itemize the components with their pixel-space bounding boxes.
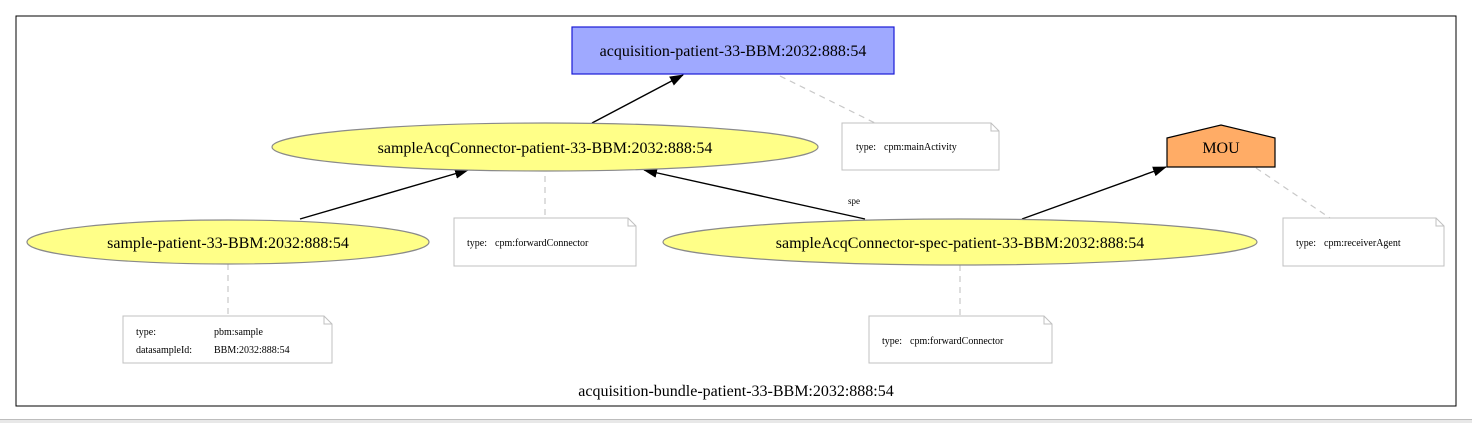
node-sample-acq-connector-shape — [271, 122, 819, 172]
note-forward-connector-2-fold — [1043, 316, 1052, 325]
note-receiver-agent-key: type: — [1296, 238, 1316, 249]
node-main-activity-box — [571, 26, 895, 75]
note-main-activity-shape — [841, 122, 1000, 171]
node-agent-mou[interactable]: MOU — [1166, 124, 1276, 168]
note-connector-main-activity — [779, 75, 876, 124]
node-sample-shape — [26, 219, 430, 265]
note-sample-row-2-key: datasampleId: — [136, 345, 192, 356]
note-receiver-agent-fold — [1435, 218, 1444, 227]
node-sample-acq-connector-spec-shape — [662, 218, 1258, 266]
note-main-activity: type: cpm:mainActivity — [841, 122, 1000, 171]
node-sample-acq-connector-spec-label: sampleAcqConnector-spec-patient-33-BBM:2… — [776, 235, 1145, 252]
note-forward-connector-1-fold — [627, 218, 636, 227]
window-bottom-scroll-edge — [0, 419, 1472, 423]
note-forward-connector-1: type: cpm:forwardConnector — [453, 217, 637, 267]
note-forward-connector-1-value: cpm:forwardConnector — [495, 238, 589, 249]
node-main-activity-label: acquisition-patient-33-BBM:2032:888:54 — [600, 43, 867, 60]
node-main-activity[interactable]: acquisition-patient-33-BBM:2032:888:54 — [571, 26, 895, 75]
bundle-label: acquisition-bundle-patient-33-BBM:2032:8… — [578, 383, 894, 400]
edges — [299, 74, 1167, 220]
note-receiver-agent: type: cpm:receiverAgent — [1282, 217, 1445, 267]
node-sample-acq-connector-spec[interactable]: sampleAcqConnector-spec-patient-33-BBM:2… — [662, 218, 1258, 266]
edge-label-spe-spec: spe — [848, 196, 860, 206]
edge-gen — [591, 74, 684, 124]
note-connector-receiver-agent — [1255, 167, 1331, 219]
note-forward-connector-2: type: cpm:forwardConnector — [868, 315, 1053, 364]
note-connectors — [227, 75, 1331, 316]
node-agent-mou-shape — [1166, 124, 1276, 168]
note-main-activity-value: cpm:mainActivity — [884, 142, 957, 153]
note-sample-row-1-key: type: — [136, 327, 156, 338]
note-forward-connector-1-shape — [453, 217, 637, 267]
note-forward-connector-2-key: type: — [882, 336, 902, 347]
node-sample-label: sample-patient-33-BBM:2032:888:54 — [107, 235, 349, 252]
note-receiver-agent-value: cpm:receiverAgent — [1324, 238, 1401, 249]
note-sample-fold — [323, 316, 332, 325]
node-sample-acq-connector[interactable]: sampleAcqConnector-patient-33-BBM:2032:8… — [271, 122, 819, 172]
note-sample-row-2-value: BBM:2032:888:54 — [214, 345, 290, 356]
note-sample-shape — [122, 315, 333, 364]
note-main-activity-fold — [990, 123, 999, 132]
edge-spe-spec — [643, 167, 866, 220]
note-forward-connector-2-value: cpm:forwardConnector — [910, 336, 1004, 347]
note-main-activity-key: type: — [856, 142, 876, 153]
node-sample[interactable]: sample-patient-33-BBM:2032:888:54 — [26, 219, 430, 265]
note-sample-row-1-value: pbm:sample — [214, 327, 263, 338]
note-forward-connector-2-shape — [868, 315, 1053, 364]
note-forward-connector-1-key: type: — [467, 238, 487, 249]
note-sample: type: pbm:sample datasampleId: BBM:2032:… — [122, 315, 333, 364]
node-agent-mou-label: MOU — [1202, 140, 1240, 157]
edge-spe-sample — [299, 168, 469, 220]
node-sample-acq-connector-label: sampleAcqConnector-patient-33-BBM:2032:8… — [378, 140, 713, 157]
edge-att — [1021, 166, 1167, 220]
note-receiver-agent-shape — [1282, 217, 1445, 267]
